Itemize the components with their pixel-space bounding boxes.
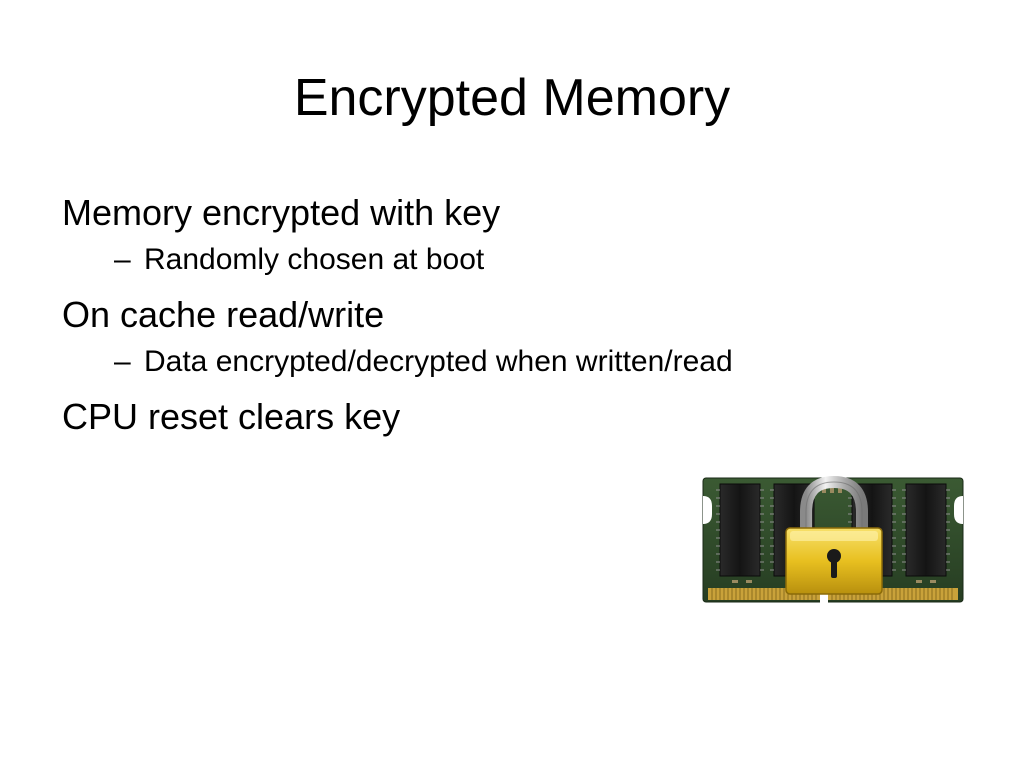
sub-bullet-list: – Randomly chosen at boot bbox=[62, 240, 982, 280]
bullet-item: CPU reset clears key bbox=[62, 392, 982, 442]
ram-lock-graphic bbox=[702, 475, 964, 604]
bullet-text: CPU reset clears key bbox=[62, 396, 401, 437]
sub-bullet-text: Randomly chosen at boot bbox=[144, 243, 485, 276]
bullet-list: Memory encrypted with key – Randomly cho… bbox=[62, 188, 982, 442]
sub-bullet-item: – Data encrypted/decrypted when written/… bbox=[114, 342, 982, 382]
sub-bullet-marker: – bbox=[114, 243, 131, 276]
bullet-item: On cache read/write – Data encrypted/dec… bbox=[62, 290, 982, 382]
bullet-text: On cache read/write bbox=[62, 294, 385, 335]
sub-bullet-text: Data encrypted/decrypted when written/re… bbox=[144, 345, 733, 378]
bullet-item: Memory encrypted with key – Randomly cho… bbox=[62, 188, 982, 280]
sub-bullet-marker: – bbox=[114, 345, 131, 378]
bullet-text: Memory encrypted with key bbox=[62, 192, 501, 233]
sub-bullet-item: – Randomly chosen at boot bbox=[114, 240, 982, 280]
slide-title: Encrypted Memory bbox=[293, 69, 731, 127]
sub-bullet-list: – Data encrypted/decrypted when written/… bbox=[62, 342, 982, 382]
locked-ram-module-icon bbox=[702, 475, 964, 612]
